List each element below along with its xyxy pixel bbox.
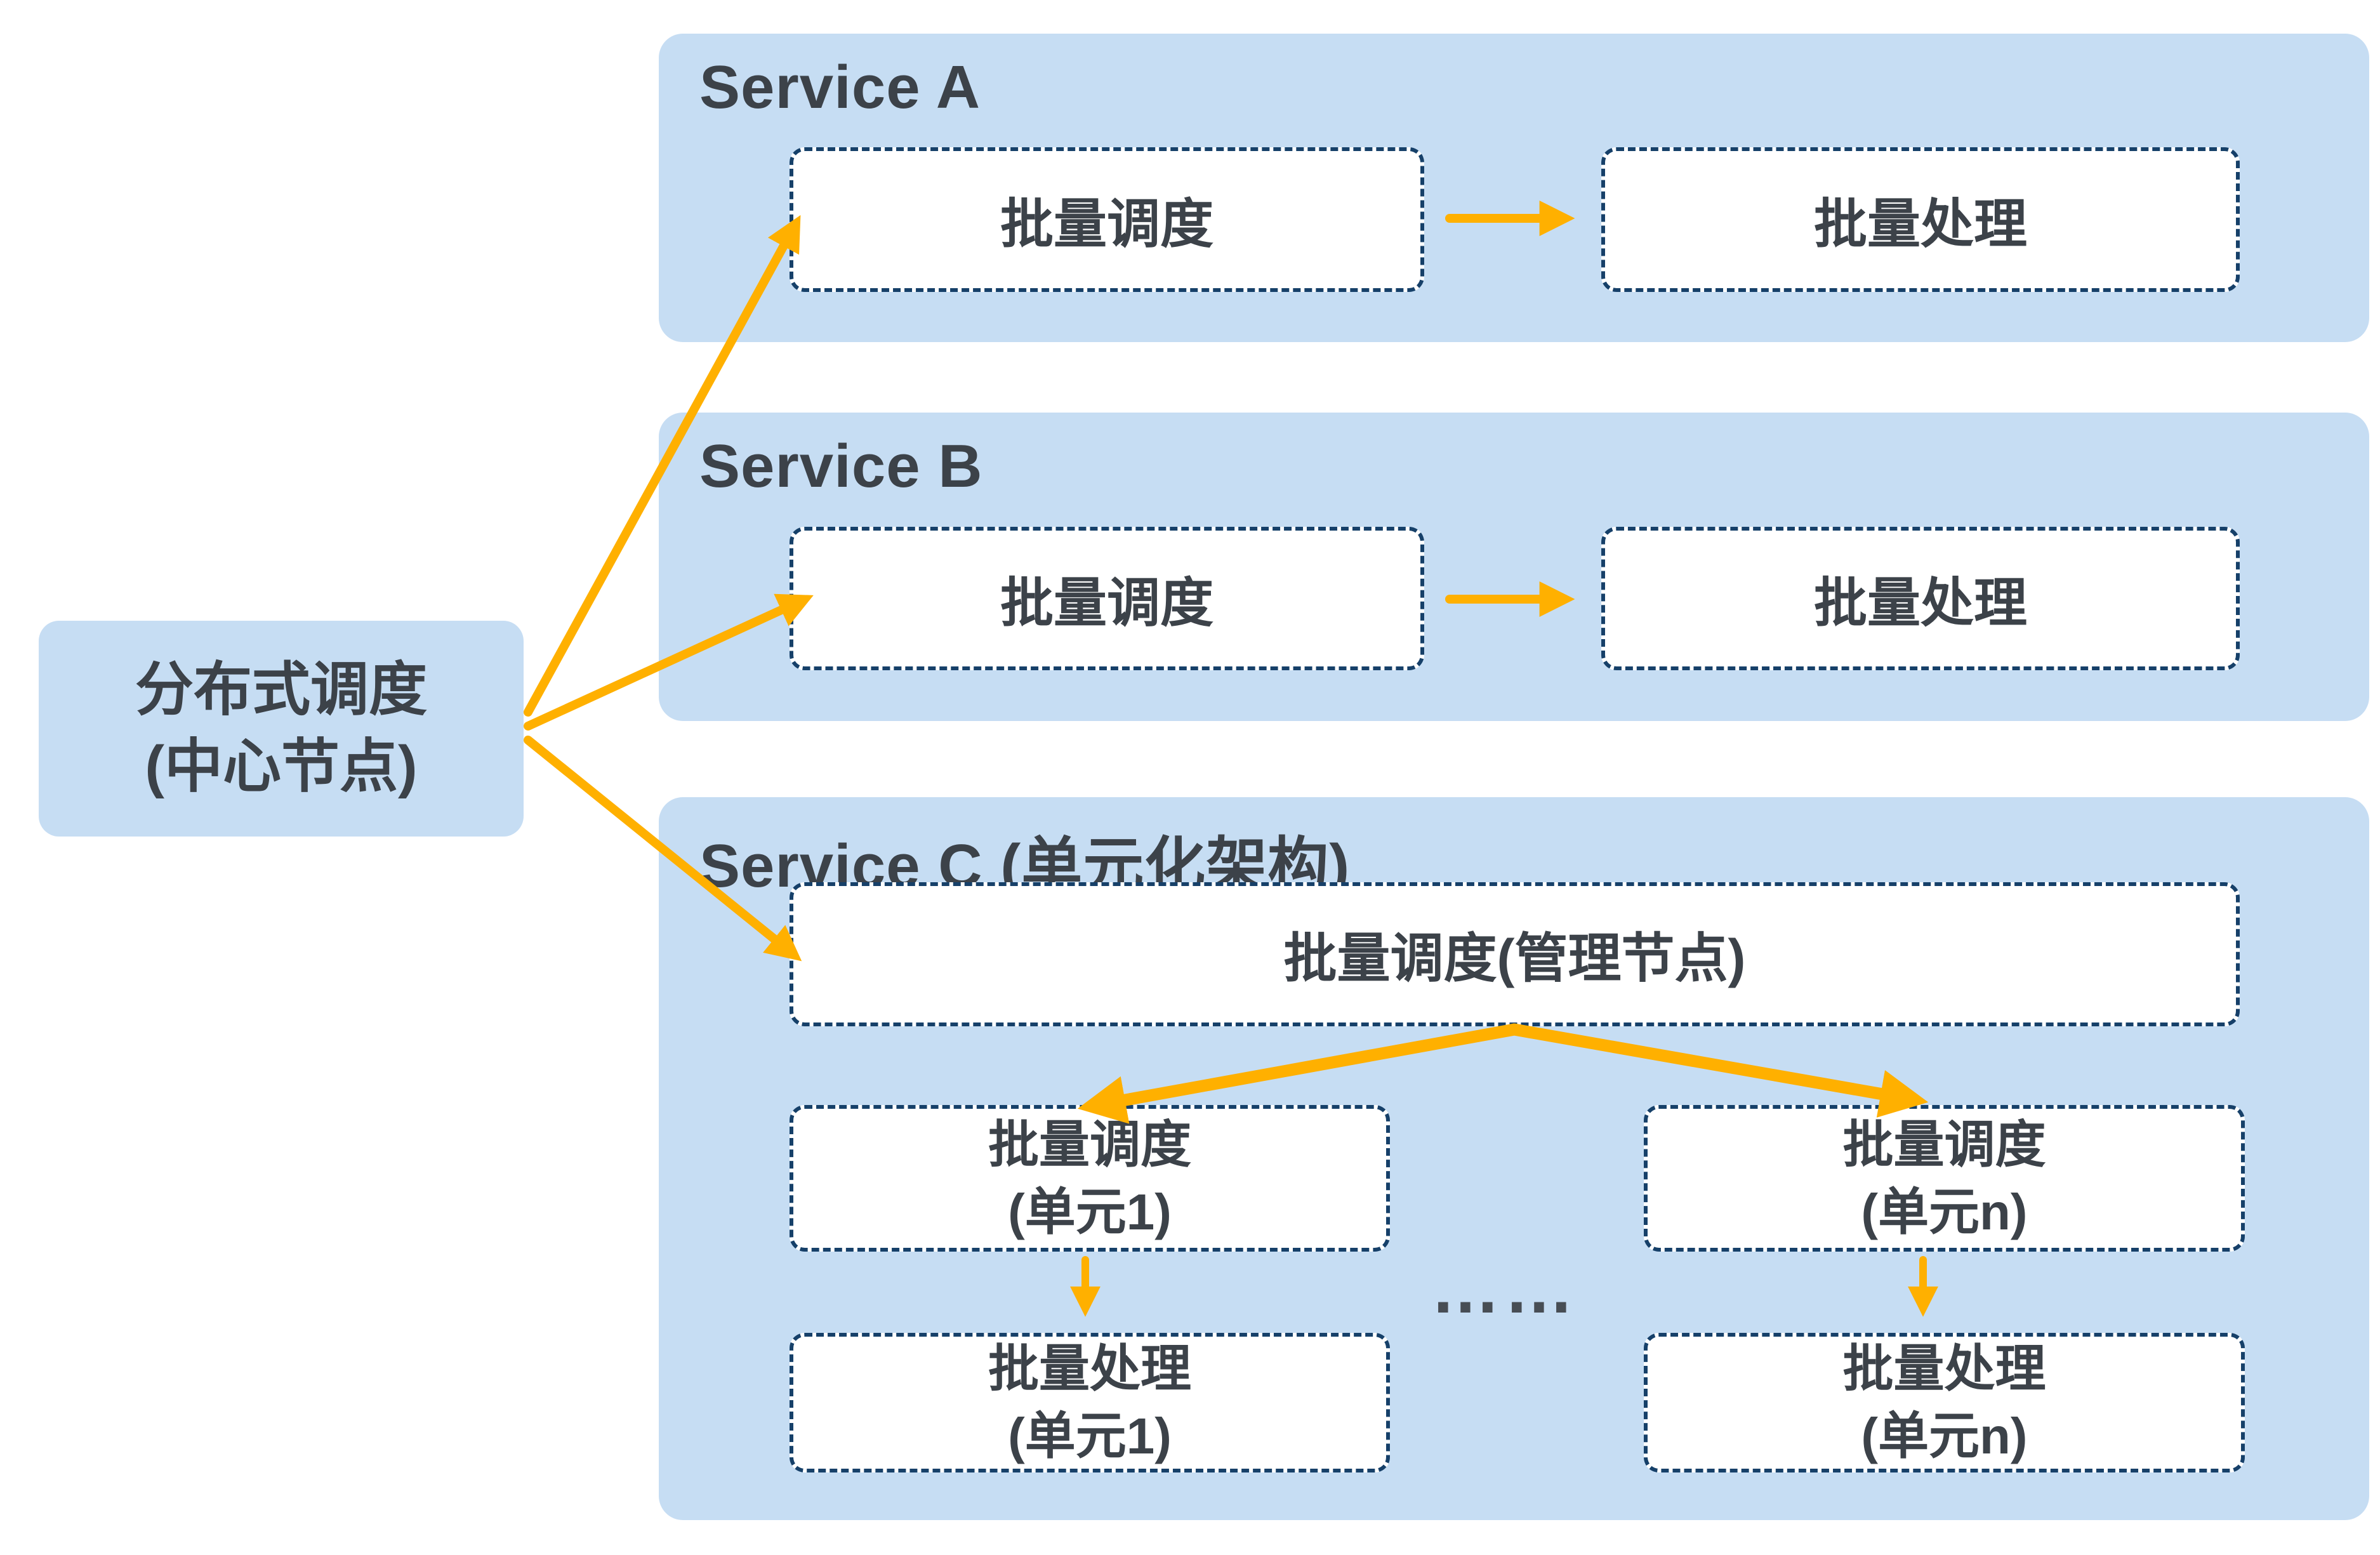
service-c-manager-label: 批量调度(管理节点) [1283,929,1746,988]
central-node-box: 分布式调度 (中心节点) [39,621,524,837]
ellipsis-dots: …… [1431,1250,1578,1328]
service-c-unitn-scheduler-box: 批量调度 (单元n) [1644,1105,2245,1252]
service-a-processor-label: 批量处理 [1813,194,2027,254]
service-c-unit1-scheduler-box: 批量调度 (单元1) [790,1105,1390,1252]
service-c-unitn-processor-box: 批量处理 (单元n) [1644,1333,2245,1472]
central-node-label-line2: (中心节点) [145,734,418,799]
service-b-scheduler-label: 批量调度 [1000,572,1213,633]
central-node-label-line1: 分布式调度 [135,657,427,722]
unitn-scheduler-line2: (单元n) [1861,1183,2028,1240]
unit1-scheduler-line1: 批量调度 [988,1116,1191,1173]
service-a-title: Service A [699,53,981,121]
unitn-processor-line1: 批量处理 [1842,1340,2046,1398]
unitn-processor-line2: (单元n) [1861,1408,2028,1464]
unit1-scheduler-line2: (单元1) [1008,1183,1172,1240]
unitn-scheduler-line1: 批量调度 [1842,1116,2046,1173]
service-b-scheduler-box: 批量调度 [790,527,1424,670]
service-c-panel: Service C (单元化架构) 批量调度(管理节点) 批量调度 (单元1) … [659,797,2369,1520]
service-a-processor-box: 批量处理 [1601,147,2240,292]
service-a-panel: Service A 批量调度 批量处理 [659,34,2369,342]
service-b-panel: Service B 批量调度 批量处理 [659,413,2369,721]
service-a-scheduler-label: 批量调度 [1000,194,1213,254]
unit1-processor-line2: (单元1) [1008,1408,1172,1464]
service-b-title: Service B [699,432,983,500]
service-a-scheduler-box: 批量调度 [790,147,1424,292]
service-c-manager-box: 批量调度(管理节点) [790,882,2240,1026]
unit1-processor-line1: 批量处理 [988,1340,1191,1398]
service-b-processor-box: 批量处理 [1601,527,2240,670]
service-c-unit1-processor-box: 批量处理 (单元1) [790,1333,1390,1472]
service-b-processor-label: 批量处理 [1813,572,2027,633]
